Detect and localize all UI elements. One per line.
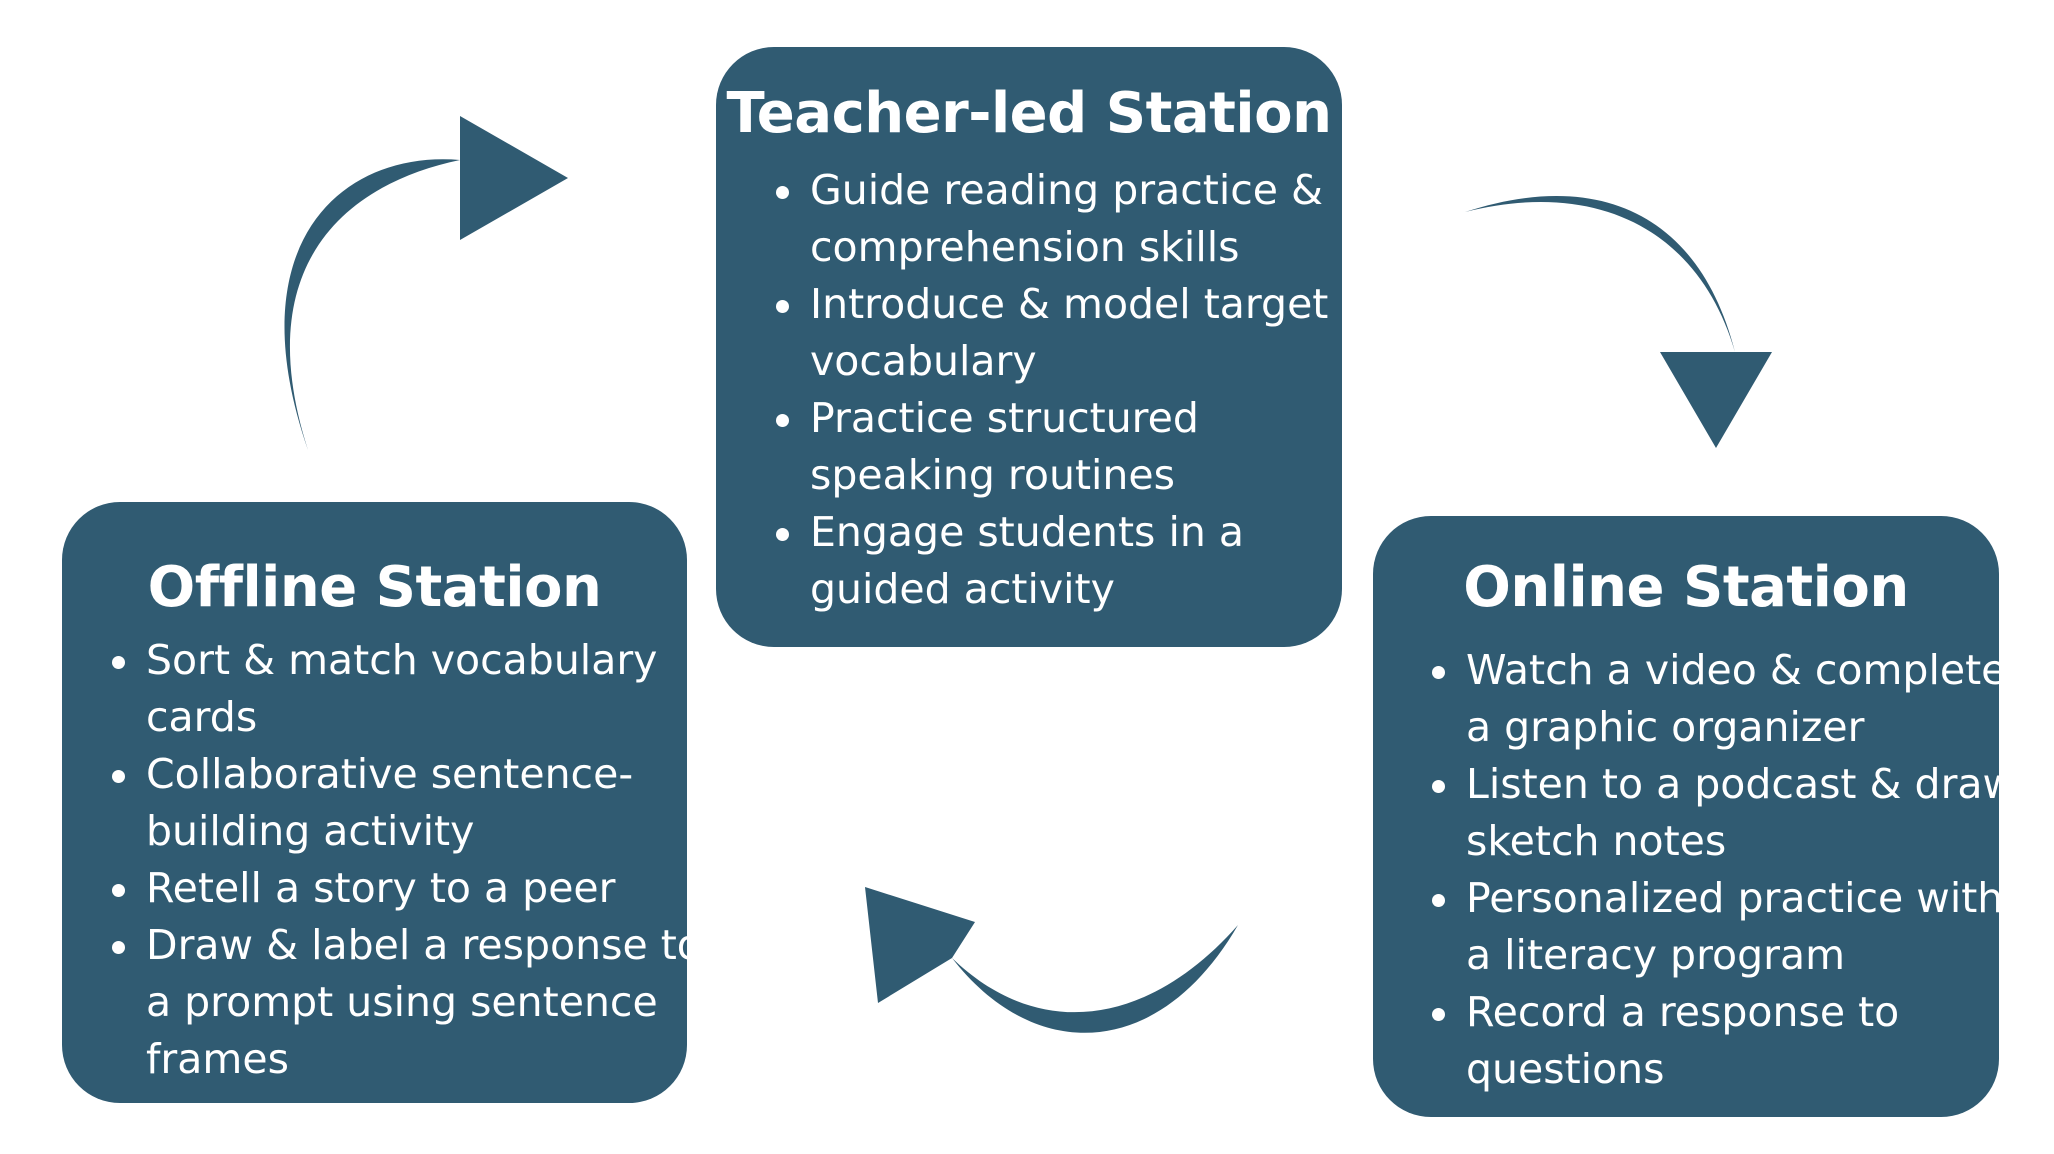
online-station-card: Online Station Watch a video & complete … bbox=[1373, 516, 2016, 1117]
list-item: Guide reading practice & comprehension s… bbox=[768, 162, 1342, 276]
teacher-led-station-title: Teacher-led Station bbox=[726, 81, 1332, 146]
list-item: Introduce & model target vocabulary bbox=[768, 276, 1342, 390]
online-activity-list: Watch a video & complete a graphic organ… bbox=[1373, 642, 2016, 1098]
list-item: Record a response to questions bbox=[1424, 984, 1999, 1098]
online-station-title: Online Station bbox=[1463, 555, 1909, 620]
teacher-led-activity-list: Guide reading practice & comprehension s… bbox=[716, 162, 1342, 618]
list-item: Practice structured speaking routines bbox=[768, 390, 1342, 504]
list-item: Listen to a podcast & draw sketch notes bbox=[1424, 756, 2016, 870]
list-item: Engage students in a guided activity bbox=[768, 504, 1342, 618]
list-item: Sort & match vocabulary cards bbox=[104, 632, 687, 746]
list-item: Personalized practice with a literacy pr… bbox=[1424, 870, 2003, 984]
offline-activity-list: Sort & match vocabulary cards Collaborat… bbox=[62, 632, 702, 1088]
teacher-led-station-card: Teacher-led Station Guide reading practi… bbox=[716, 47, 1342, 647]
offline-station-card: Offline Station Sort & match vocabulary … bbox=[62, 502, 702, 1103]
list-item: Retell a story to a peer bbox=[104, 860, 687, 917]
offline-station-title: Offline Station bbox=[147, 555, 602, 620]
list-item: Collaborative sentence- building activit… bbox=[104, 746, 687, 860]
list-item: Watch a video & complete a graphic organ… bbox=[1424, 642, 2006, 756]
list-item: Draw & label a response to a prompt usin… bbox=[104, 917, 702, 1088]
